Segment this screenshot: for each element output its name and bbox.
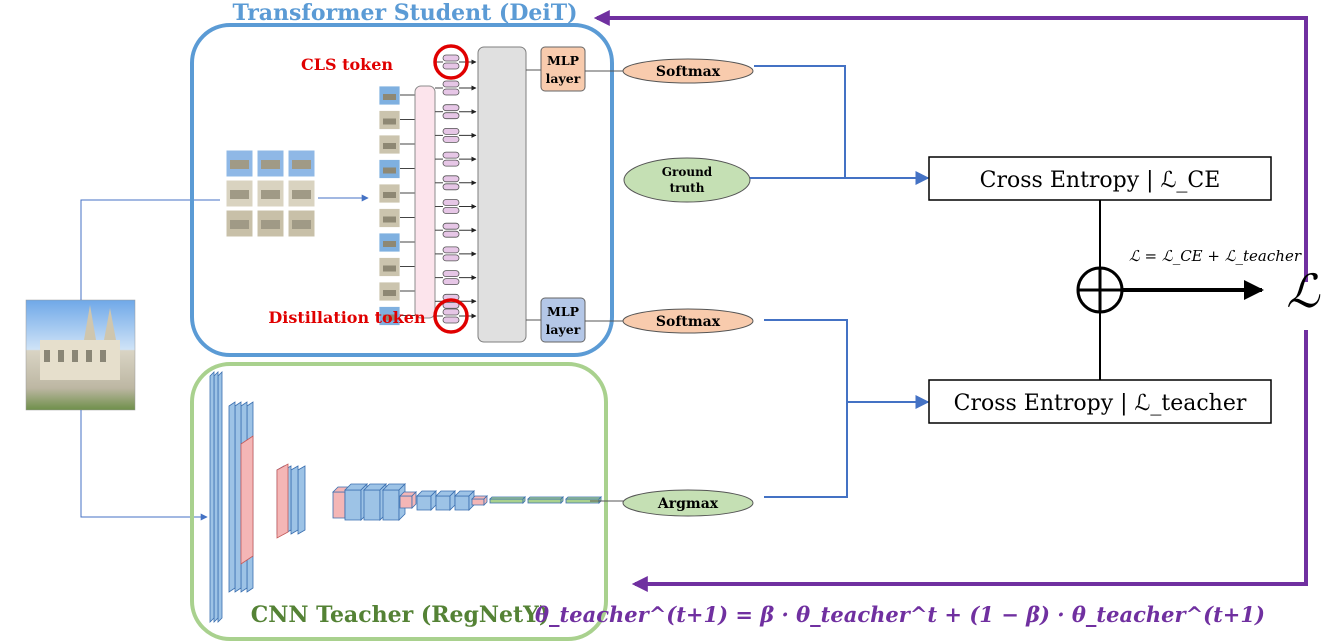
distillation-token	[435, 308, 477, 324]
cls-token-label: CLS token	[301, 55, 393, 74]
cls-token	[435, 54, 477, 70]
teacher-title: CNN Teacher (RegNetY)	[251, 602, 550, 628]
cnn-fc-layer	[565, 496, 602, 504]
cnn-pool-2	[276, 463, 289, 539]
cnn-fc-layer	[489, 496, 526, 504]
patch-sequence	[378, 85, 415, 326]
image-patch	[225, 179, 254, 208]
cross-entropy-teacher-box: Cross Entropy | ℒ_teacher	[928, 379, 1272, 424]
cnn-pool-1	[240, 435, 254, 565]
patch-grid	[225, 149, 316, 238]
softmax-cls: Softmax	[622, 58, 754, 84]
softmax-distill: Softmax	[622, 308, 754, 334]
cls-token-highlight	[433, 44, 469, 80]
distillation-token-label: Distillation token	[268, 308, 426, 327]
cross-entropy-ce-box: Cross Entropy | ℒ_CE	[928, 156, 1272, 201]
cnn-fc-layer	[527, 496, 564, 504]
total-loss-symbol: ℒ	[1286, 264, 1320, 318]
svg-text:layer: layer	[546, 71, 581, 86]
patch-token	[435, 270, 477, 286]
mlp-layer-distill: MLP layer	[540, 297, 586, 343]
student-box	[190, 23, 614, 357]
transformer-encoder	[477, 46, 527, 343]
svg-text:Softmax: Softmax	[656, 64, 721, 80]
token-sequence	[435, 54, 477, 324]
sum-node	[1076, 200, 1264, 380]
patch-thumbnail	[378, 281, 415, 302]
ground-truth: Ground truth	[623, 157, 751, 203]
cnn-input-layer	[209, 371, 223, 623]
patch-thumbnail	[378, 85, 415, 106]
patch-thumbnail	[378, 208, 415, 228]
cnn-layers	[209, 371, 602, 623]
loss-connectors	[750, 65, 930, 498]
patch-token	[435, 246, 477, 262]
cnn-pool-5	[471, 495, 488, 506]
svg-text:Softmax: Softmax	[656, 314, 721, 330]
cnn-block-4	[435, 490, 456, 511]
svg-text:Cross Entropy | ℒ_teacher: Cross Entropy | ℒ_teacher	[954, 391, 1247, 416]
image-patch	[256, 149, 285, 178]
svg-text:Ground: Ground	[662, 165, 713, 179]
patch-token	[435, 222, 477, 238]
argmax: Argmax	[622, 489, 754, 517]
patch-thumbnail	[378, 306, 415, 326]
distillation-token-highlight	[433, 298, 469, 334]
total-loss-formula: ℒ = ℒ_CE + ℒ_teacher	[1129, 247, 1302, 265]
patch-token	[435, 175, 477, 191]
input-connectors	[80, 194, 369, 521]
student-title: Transformer Student (DeiT)	[232, 0, 577, 26]
patch-thumbnail	[378, 110, 415, 130]
mlp-layer-cls: MLP layer	[540, 46, 586, 92]
patch-thumbnail	[378, 134, 415, 155]
svg-text:MLP: MLP	[547, 53, 580, 68]
svg-text:Argmax: Argmax	[657, 496, 719, 512]
svg-text:MLP: MLP	[547, 304, 580, 319]
patch-token	[435, 104, 477, 120]
image-patch	[287, 149, 316, 178]
image-patch	[256, 179, 285, 208]
image-patch	[256, 209, 285, 238]
svg-text:truth: truth	[670, 181, 705, 195]
svg-text:layer: layer	[546, 322, 581, 337]
patch-token	[435, 199, 477, 214]
embedding-layer	[414, 85, 436, 319]
image-patch	[225, 149, 254, 178]
image-patch	[287, 209, 316, 238]
patch-thumbnail	[378, 232, 415, 253]
patch-thumbnail	[378, 183, 415, 204]
svg-text:Cross Entropy | ℒ_CE: Cross Entropy | ℒ_CE	[980, 168, 1221, 193]
patch-thumbnail	[378, 159, 415, 179]
patch-thumbnail	[378, 257, 415, 277]
patch-token	[435, 151, 477, 167]
ema-update-formula: θ_teacher^(t+1) = β · θ_teacher^t + (1 −…	[535, 602, 1265, 627]
patch-token	[435, 127, 477, 143]
image-patch	[225, 209, 254, 238]
image-patch	[287, 179, 316, 208]
patch-token	[435, 80, 477, 96]
cnn-block-4	[454, 490, 475, 511]
input-image	[25, 299, 136, 411]
cnn-block-4	[416, 490, 437, 511]
teacher-update-feedback-arrow	[593, 10, 1308, 592]
cnn-pool-4	[399, 491, 417, 509]
